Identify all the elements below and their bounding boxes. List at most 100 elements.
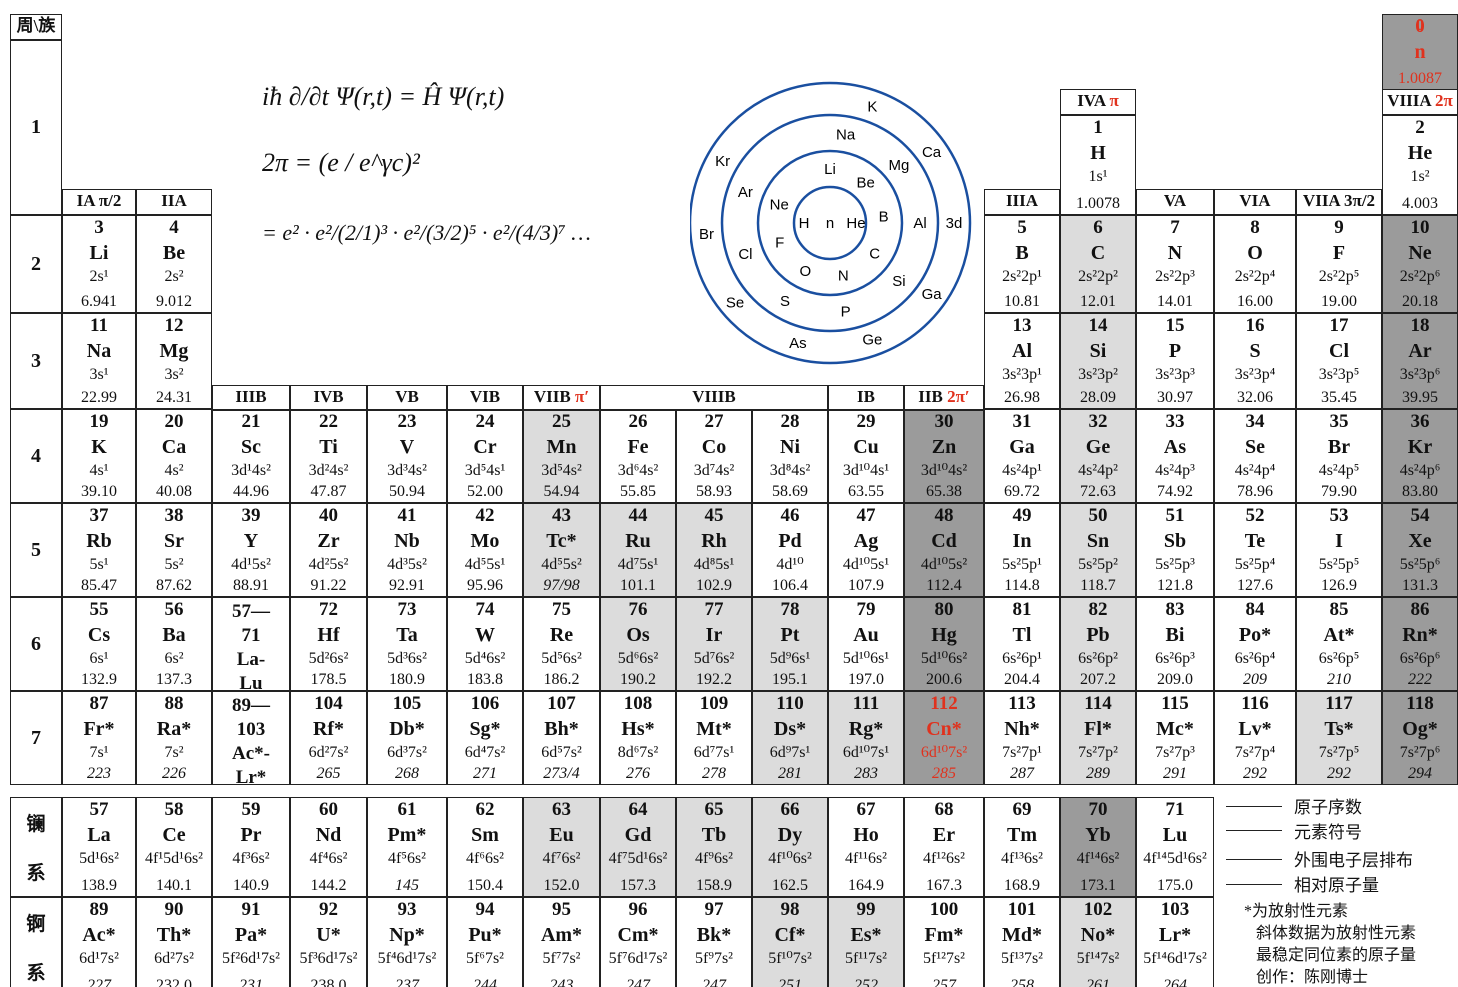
element-mass: 16.00: [1237, 293, 1273, 310]
element-num: 14: [1088, 315, 1108, 336]
element-mass: 183.8: [467, 671, 503, 688]
element-mass: 131.3: [1402, 577, 1438, 594]
element-sym: Cn*: [926, 718, 962, 740]
element-mass: 85.47: [81, 577, 117, 594]
element-sym: Lu: [1162, 824, 1188, 846]
element-cfg: 7s²7p⁶: [1399, 744, 1441, 761]
element-mass: 247: [702, 977, 726, 987]
orbit-element: Li: [824, 161, 836, 178]
range-sym: Ac*-: [232, 743, 270, 764]
element-num: 90: [164, 899, 184, 920]
element-cfg: 7s²: [164, 744, 184, 761]
element-sym: Cm*: [617, 924, 659, 946]
period-label: 4: [10, 409, 62, 503]
element-sym: Fl*: [1084, 718, 1112, 740]
element-cfg: 4f¹⁴6s²: [1076, 850, 1120, 867]
orbit-element: Mg: [889, 157, 910, 174]
element-sym: B: [1015, 242, 1029, 264]
element-cfg: 4s²4p²: [1078, 462, 1118, 479]
element-sym: He: [1407, 142, 1433, 164]
range-num2: 71: [241, 625, 261, 646]
element-sym: P: [1168, 340, 1182, 362]
element-num: 100: [929, 899, 959, 920]
element-cfg: 5f¹³7s²: [1001, 950, 1043, 967]
element-cfg: 4f⁷6s²: [542, 850, 581, 867]
element-num: 24: [475, 411, 495, 432]
element-cfg: 4s¹: [89, 462, 109, 479]
element-num: 117: [1325, 693, 1353, 714]
orbit-ring: [756, 149, 904, 297]
element-mass: 63.55: [848, 483, 884, 500]
element-cfg: 1s²: [1410, 168, 1430, 185]
element-cfg: 3d³4s²: [387, 462, 427, 479]
legend-mass: 相对原子量: [1294, 876, 1379, 895]
period-label: 5: [10, 503, 62, 597]
schrodinger-equation: iħ ∂/∂t Ψ(r,t) = Ĥ Ψ(r,t): [262, 82, 505, 111]
element-num: 78: [780, 599, 800, 620]
element-num: 19: [89, 411, 109, 432]
element-cfg: 7s²7p¹: [1002, 744, 1042, 761]
element-mass: 195.1: [772, 671, 808, 688]
orbit-ring: [690, 81, 972, 365]
element-num: 6: [1093, 217, 1103, 238]
group-viiib: VIIIB: [600, 385, 828, 411]
element-mass: 44.96: [233, 483, 269, 500]
element-sym: K: [91, 436, 107, 458]
element-num: 60: [319, 799, 338, 820]
element-cfg: 5d⁵6s²: [541, 650, 582, 667]
element-num: 9: [1334, 217, 1344, 238]
element-cfg: 4d²5s²: [308, 556, 349, 573]
orbit-element: Ar: [738, 184, 753, 201]
element-num: 76: [628, 599, 648, 620]
element-num: 53: [1329, 505, 1349, 526]
orbit-element: He: [846, 215, 865, 232]
element-sym: Sg*: [469, 718, 501, 740]
element-mass: 6.941: [81, 293, 117, 310]
orbit-element: Br: [699, 226, 714, 243]
element-sym: Cs: [87, 624, 111, 646]
element-mass: 114.8: [1004, 577, 1040, 594]
element-cfg: 5f⁴6d¹7s²: [377, 950, 437, 967]
element-sym: Mg: [159, 340, 189, 362]
element-sym: Nb: [394, 530, 420, 552]
element-cfg: 4f¹⁴5d¹6s²: [1143, 850, 1207, 867]
element-mass: 40.08: [156, 483, 192, 500]
element-sym: Rn*: [1402, 624, 1438, 646]
element-mass: 190.2: [620, 671, 656, 688]
element-sym: No*: [1080, 924, 1116, 946]
element-mass: 152.0: [543, 877, 580, 894]
element-sym: Ru: [625, 530, 651, 552]
element-num: 46: [780, 505, 800, 526]
element-num: 56: [164, 599, 184, 620]
group-label-red: π: [1105, 91, 1119, 110]
element-cfg: 2s²2p³: [1155, 268, 1195, 285]
element-cfg: 6d³7s²: [387, 744, 427, 761]
element-sym: Cd: [931, 530, 957, 552]
element-mass: 107.9: [848, 577, 884, 594]
orbit-element: Si: [892, 273, 905, 290]
orbit-element: F: [775, 235, 784, 252]
element-cfg: 6s²6p⁴: [1234, 650, 1276, 667]
element-sym: Er: [932, 824, 956, 846]
series-label-la: 镧系: [10, 797, 62, 897]
element-cfg: 3d¹⁰4s¹: [842, 462, 890, 479]
element-mass: 102.9: [696, 577, 732, 594]
element-num: 106: [470, 693, 500, 714]
element-cfg: 6d¹⁰7s²: [920, 744, 968, 761]
element-mass: 140.9: [233, 877, 269, 894]
element-mass: 247: [626, 977, 650, 987]
element-sym: Na: [86, 340, 112, 362]
element-sym: Zr: [317, 530, 340, 552]
